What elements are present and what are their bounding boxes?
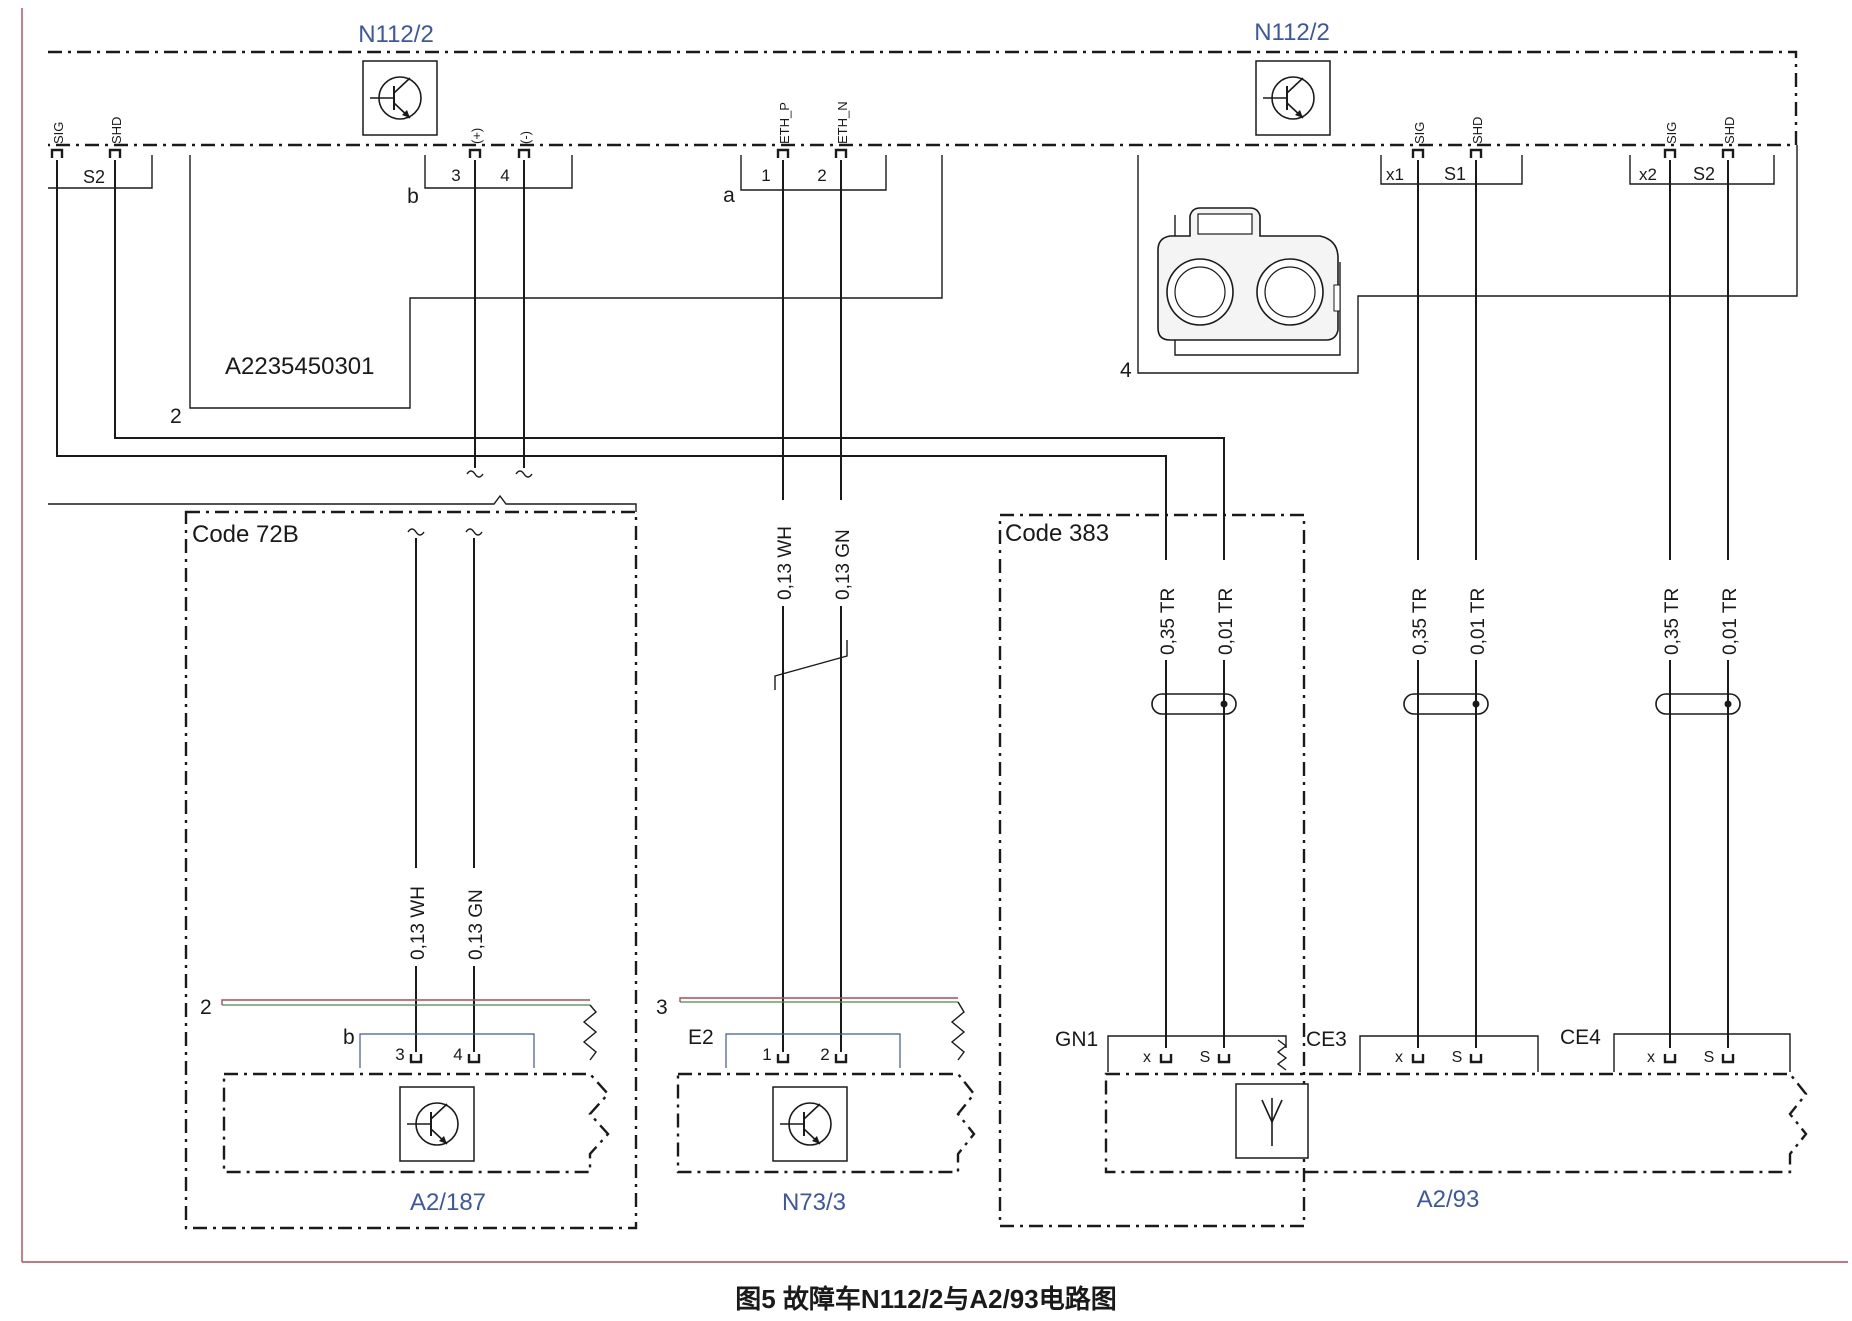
a2187-transistor-icon [399, 1086, 475, 1162]
n73-3-module-boundary [676, 1072, 976, 1174]
svg-text:2: 2 [817, 166, 826, 185]
pin-name-eth-n: ETH_N [835, 101, 850, 144]
svg-text:2: 2 [200, 996, 212, 1019]
shield-markers [1151, 693, 1741, 715]
code-72b-label: Code 72B [192, 521, 299, 548]
pin-name-eth-p: ETH_P [777, 102, 792, 144]
code-383-box: Code 383 [998, 513, 1306, 1228]
conn-e2: E2 [688, 1026, 714, 1049]
code-383-label: Code 383 [1005, 520, 1109, 547]
connector-housing-picture [1157, 207, 1341, 356]
n112-connectors: S2 3 4 b 1 2 a x1 S1 x2 S2 [48, 155, 1775, 208]
conn-x1: x1 [1386, 165, 1404, 184]
code-72b-box: Code 72B 0,13 WH 0,13 GN 2 b 3 4 A2/187 [184, 510, 638, 1230]
conn-b-top: b [407, 185, 419, 208]
shield-line-a2235450301 [189, 155, 943, 409]
wire-label-tr35-ce4: 0,35 TR [1662, 588, 1683, 655]
wire-label-tr35-gn1: 0,35 TR [1158, 588, 1179, 655]
pin-name-sig-3: SIG [1664, 122, 1679, 144]
n112-module-boundary [48, 50, 1798, 147]
n112-pins [50, 148, 1735, 160]
wire-shd-left-to-gn1 [114, 160, 1225, 1048]
n112-pin-names: SIG SHD (+) (-) ETH_P ETH_N SIG SHD SIG … [51, 101, 1737, 144]
svg-text:2: 2 [820, 1045, 829, 1064]
svg-text:x: x [1647, 1049, 1655, 1066]
wire-label-gn-a2187: 0,13 GN [466, 889, 487, 960]
part-number-label: A2235450301 [225, 353, 374, 380]
conn-s2-right: S2 [1693, 164, 1715, 184]
svg-text:3: 3 [656, 996, 668, 1019]
n73-3-module: 3 E2 1 2 N73/3 [656, 606, 976, 1216]
a2-93-module-boundary [1104, 1072, 1808, 1174]
wire-label-tr01-ce3: 0,01 TR [1468, 588, 1489, 655]
svg-text:4: 4 [1120, 359, 1132, 382]
wire-sig-left-to-gn1 [56, 160, 1167, 1048]
wire-label-wh-eth: 0,13 WH [775, 526, 796, 600]
pin-name-minus: (-) [518, 131, 533, 144]
n112-left-transistor-icon [362, 60, 438, 136]
svg-text:4: 4 [453, 1045, 462, 1064]
a2-93-label: A2/93 [1417, 1186, 1480, 1213]
conn-s1: S1 [1444, 164, 1466, 184]
conn-gn1: GN1 [1055, 1028, 1098, 1051]
a2187-label: A2/187 [410, 1189, 486, 1216]
code-72b-boundary [184, 510, 638, 1230]
wire-label-tr01-ce4: 0,01 TR [1720, 588, 1741, 655]
n112-module: N112/2 N112/2 [48, 19, 1798, 147]
connector-break-symbol [774, 640, 848, 690]
a2-93-module: GN1 x S CE3 x S CE4 x S A2/93 [1055, 1026, 1808, 1213]
code-383-boundary [998, 513, 1306, 1228]
svg-text:S: S [1452, 1049, 1463, 1066]
n112-right-transistor-icon [1255, 60, 1331, 136]
svg-text:S: S [1200, 1049, 1211, 1066]
figure-caption: 图5 故障车N112/2与A2/93电路图 [735, 1284, 1116, 1314]
svg-text:S: S [1704, 1049, 1715, 1066]
svg-text:4: 4 [500, 166, 509, 185]
svg-text:1: 1 [762, 1045, 771, 1064]
pin-name-shd-3: SHD [1722, 117, 1737, 144]
wire-label-wh-a2187: 0,13 WH [408, 886, 429, 960]
pin-name-shd-1: SHD [109, 117, 124, 144]
n73-3-label: N73/3 [782, 1189, 846, 1216]
conn-b-a2187: b [343, 1026, 355, 1049]
wire-label-tr35-ce3: 0,35 TR [1410, 588, 1431, 655]
code72b-bracket-line [48, 494, 637, 512]
n73-3-transistor-icon [772, 1086, 848, 1162]
conn-ce4: CE4 [1560, 1026, 1601, 1049]
conn-a-top: a [723, 184, 735, 207]
pin-name-plus: (+) [469, 128, 484, 144]
conn-x2: x2 [1639, 165, 1657, 184]
a2187-module-boundary [222, 1072, 610, 1174]
svg-text:1: 1 [761, 166, 770, 185]
wire-label-gn-eth: 0,13 GN [833, 529, 854, 600]
svg-text:x: x [1395, 1049, 1403, 1066]
svg-text:3: 3 [451, 166, 460, 185]
n112-left-label: N112/2 [358, 21, 434, 48]
wire-labels: 0,13 WH 0,13 GN 0,35 TR 0,01 TR 0,35 TR … [771, 508, 1741, 660]
wiring-top: A2235450301 2 4 [48, 145, 1798, 1048]
antenna-icon [1235, 1083, 1309, 1159]
pin-name-shd-2: SHD [1470, 117, 1485, 144]
svg-text:3: 3 [395, 1045, 404, 1064]
svg-text:x: x [1143, 1049, 1151, 1066]
wire-label-tr01-gn1: 0,01 TR [1216, 588, 1237, 655]
conn-s2-left: S2 [83, 167, 105, 187]
n112-right-label: N112/2 [1254, 19, 1330, 46]
pin-name-sig-2: SIG [1412, 122, 1427, 144]
svg-text:2: 2 [170, 405, 182, 428]
pin-name-sig-1: SIG [51, 122, 66, 144]
conn-ce3: CE3 [1306, 1028, 1347, 1051]
